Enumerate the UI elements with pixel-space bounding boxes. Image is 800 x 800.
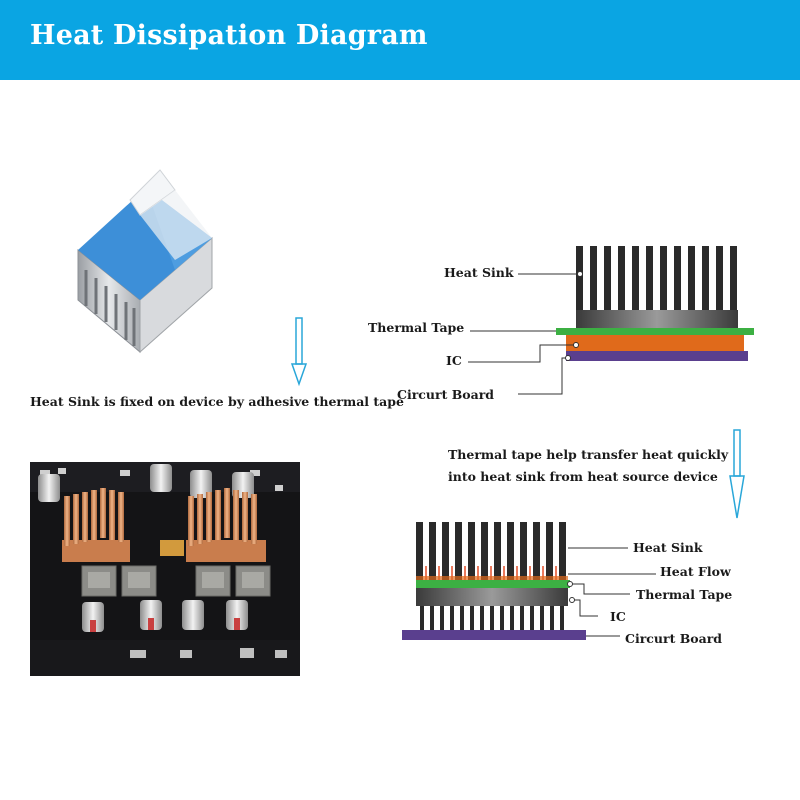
top-label-circuit-board: Circurt Board — [397, 387, 495, 402]
page-title: Heat Dissipation Diagram — [30, 20, 428, 51]
bottom-label-ic: IC — [610, 609, 626, 624]
copper-heatsink-right — [186, 488, 266, 562]
top-label-ic: IC — [446, 353, 462, 368]
bottom-label-heat-flow: Heat Flow — [660, 564, 731, 579]
bottom-label-thermal-tape: Thermal Tape — [636, 587, 733, 602]
header-bar: Heat Dissipation Diagram — [0, 0, 800, 80]
pcb-photo — [30, 462, 300, 676]
schematic-bottom — [402, 522, 656, 640]
bottom-label-circuit-board: Circurt Board — [625, 631, 723, 646]
bottom-label-heat-sink: Heat Sink — [633, 540, 703, 555]
heatsink-photo-top-left — [77, 169, 213, 354]
top-label-heat-sink: Heat Sink — [444, 265, 514, 280]
down-arrow-right — [729, 429, 745, 519]
caption-transfer-line1: Thermal tape help transfer heat quickly — [448, 447, 729, 462]
copper-heatsink-left — [62, 488, 130, 562]
down-arrow-left — [290, 317, 308, 387]
caption-fixed: Heat Sink is fixed on device by adhesive… — [30, 394, 404, 409]
top-label-thermal-tape: Thermal Tape — [368, 320, 465, 335]
schematic-top — [468, 246, 754, 395]
caption-transfer-line2: into heat sink from heat source device — [448, 469, 718, 484]
